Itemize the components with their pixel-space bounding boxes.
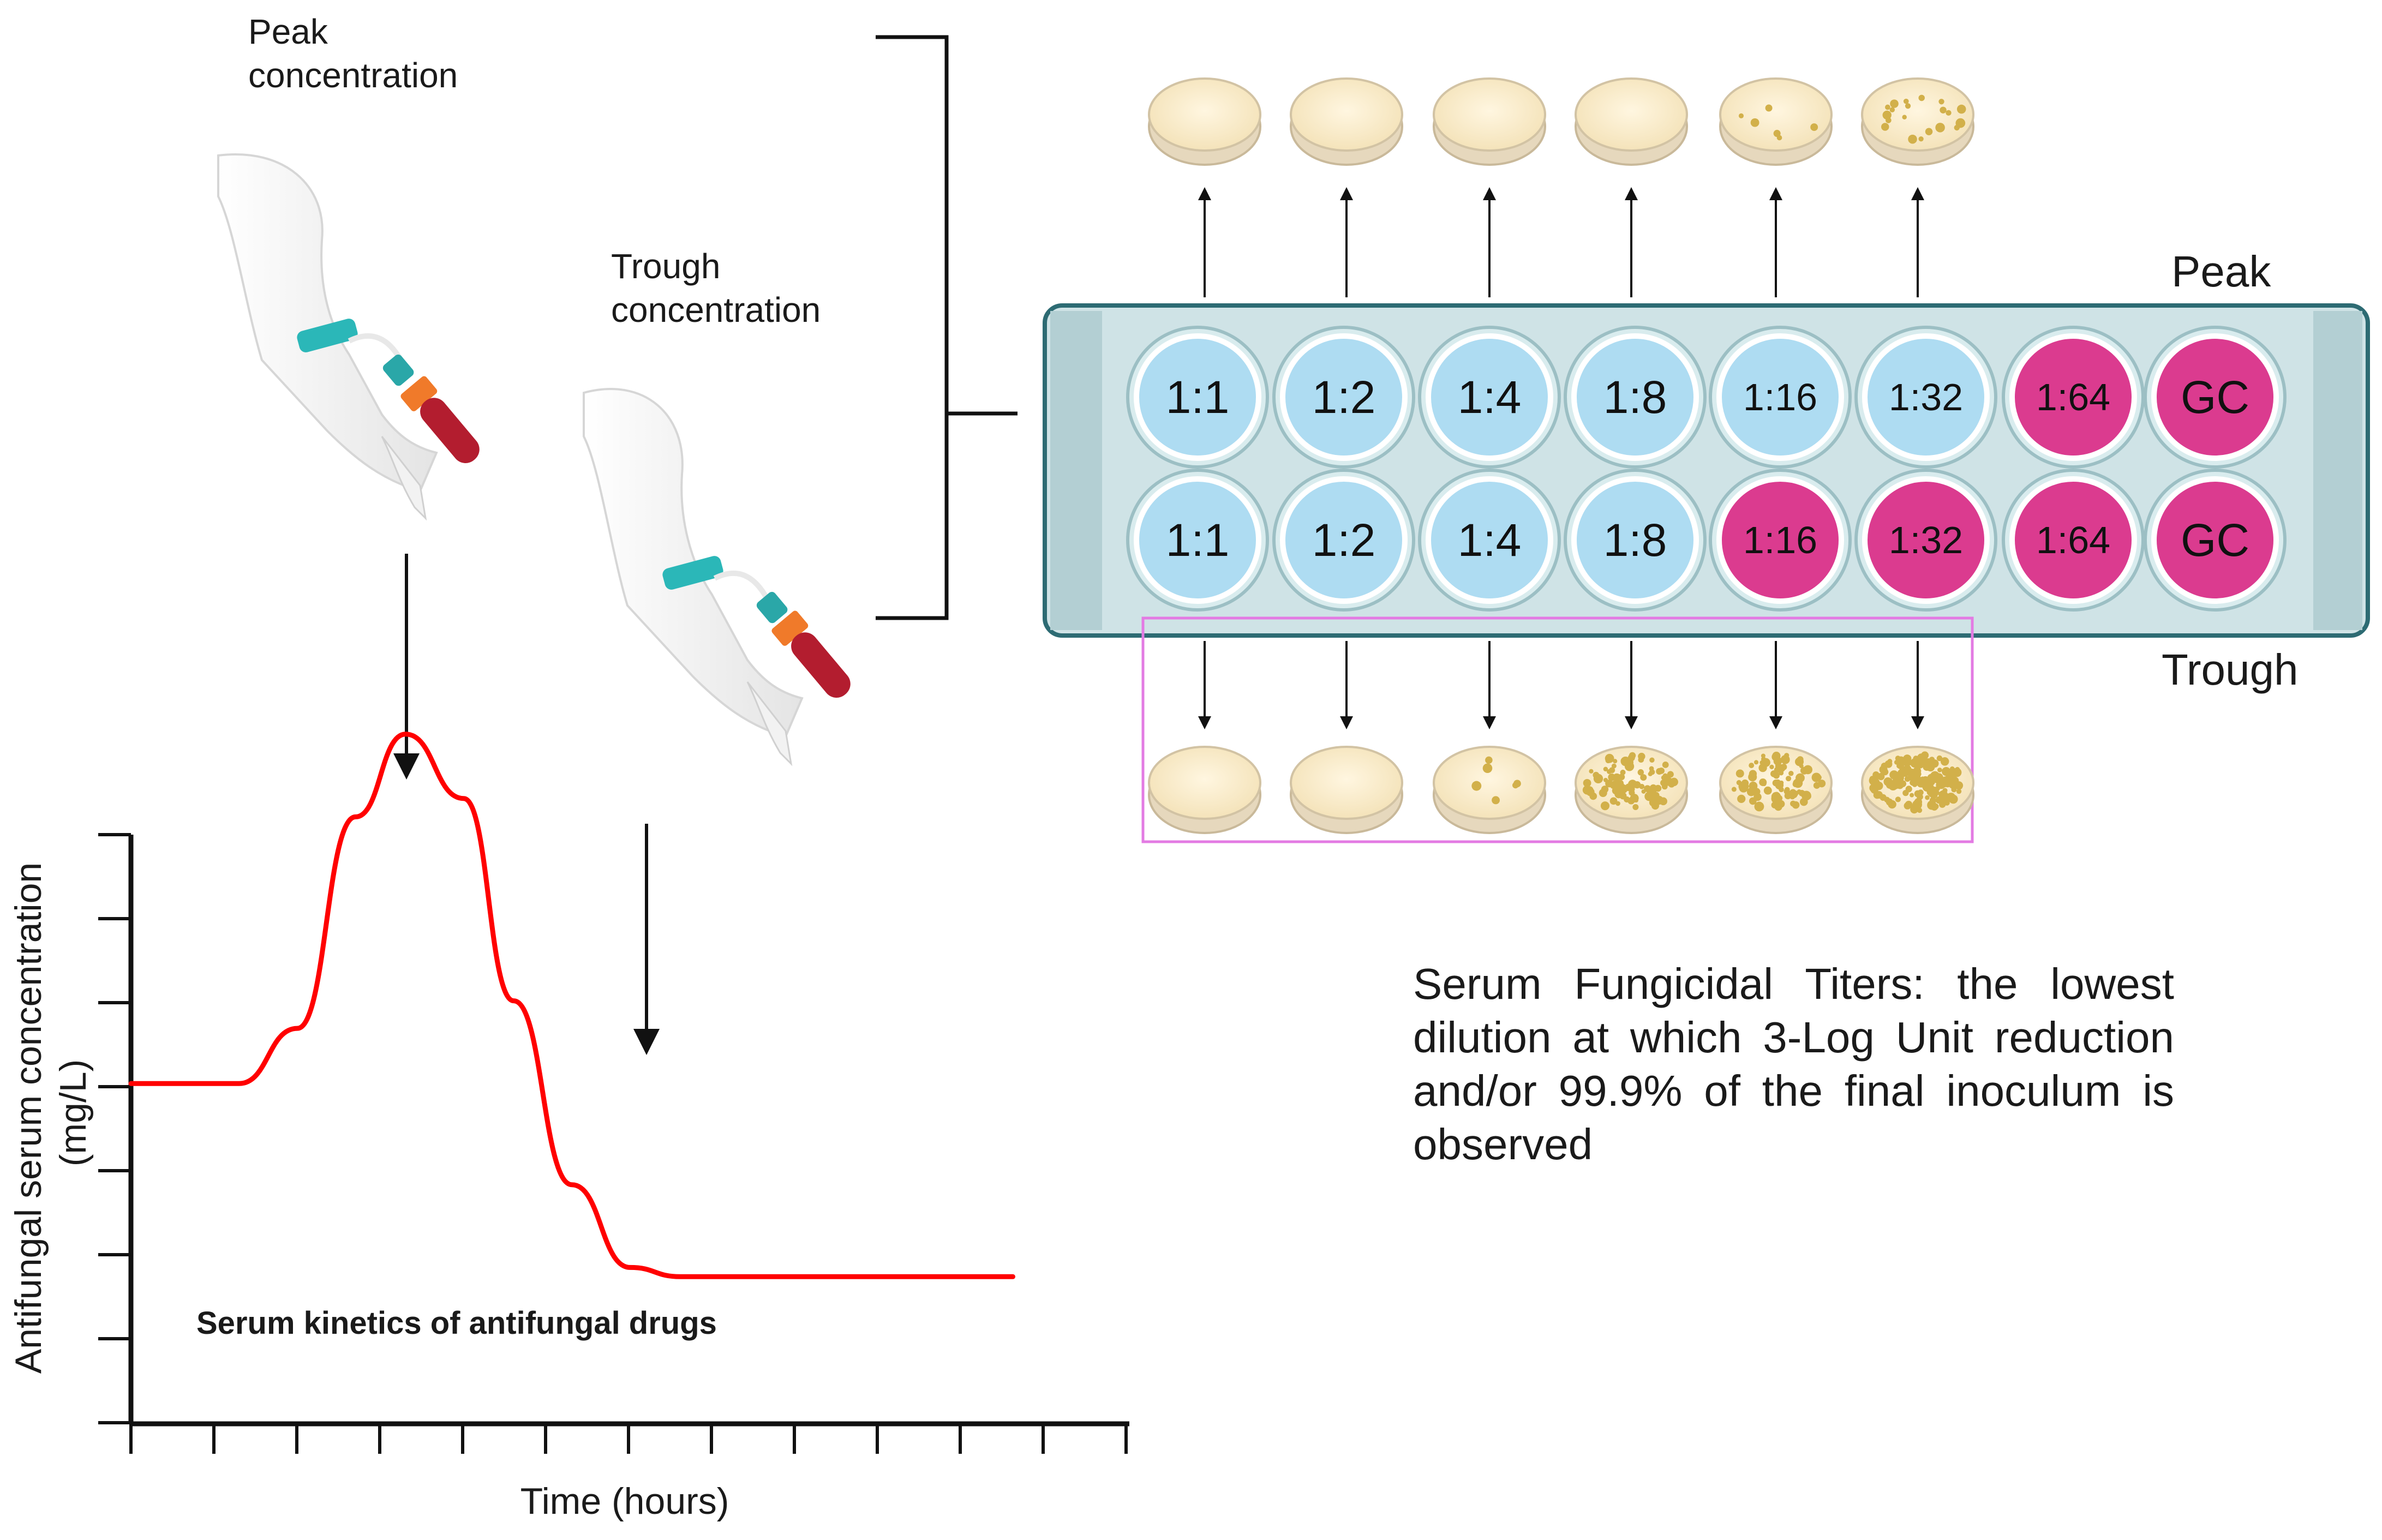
y-axis-label: Antifungal serum concentration (mg/L)	[8, 852, 94, 1374]
trough-dishes-highlight	[1141, 616, 1974, 843]
serum-fungicidal-titer-description: Serum Fungicidal Titers: the lowest dilu…	[1413, 960, 2175, 1169]
trough-well: 1:32	[1854, 469, 1997, 612]
peak-culture-dish	[1290, 77, 1403, 166]
peak-well: GC	[2144, 326, 2287, 469]
trough-culture-dish	[1290, 746, 1403, 834]
trough-well: 1:64	[2002, 469, 2145, 612]
needle-holder-icon	[756, 591, 788, 624]
well-label: GC	[2181, 371, 2249, 423]
serum-kinetics-chart: Serum kinetics of antifungal drugs Time …	[8, 732, 1129, 1522]
sample-bracket	[876, 35, 1018, 620]
well-label: 1:1	[1166, 371, 1230, 423]
trough-arm-illustration	[583, 388, 851, 766]
well-label: 1:8	[1603, 371, 1667, 423]
trough-culture-dish	[1433, 746, 1546, 834]
well-label: 1:16	[1743, 376, 1817, 418]
trough-well: GC	[2144, 469, 2287, 612]
well-label: 1:2	[1312, 371, 1376, 423]
trough-well: 1:8	[1564, 469, 1707, 612]
well-label: 1:32	[1889, 376, 1963, 418]
blood-tube-icon	[771, 610, 851, 698]
trough-culture-dish	[1861, 746, 1974, 834]
well-label: 1:64	[2036, 519, 2110, 561]
tourniquet-icon	[662, 556, 723, 590]
peak-culture-dish	[1861, 77, 1974, 166]
trough-concentration-label: Trough concentration	[611, 247, 821, 329]
trough-well: 1:16	[1709, 469, 1852, 612]
peak-well: 1:2	[1272, 326, 1415, 469]
well-label: 1:4	[1458, 514, 1522, 566]
peak-culture-dish	[1433, 77, 1546, 166]
needle-holder-icon	[382, 354, 414, 386]
peak-culture-dish	[1148, 77, 1261, 166]
peak-arm-illustration	[217, 153, 480, 521]
well-label: 1:8	[1603, 514, 1667, 566]
trough-culture-dish	[1148, 746, 1261, 834]
blood-tube-icon	[400, 376, 480, 463]
trough-well: 1:2	[1272, 469, 1415, 612]
well-label: 1:4	[1458, 371, 1522, 423]
chart-caption: Serum kinetics of antifungal drugs	[196, 1305, 717, 1341]
peak-well: 1:1	[1126, 326, 1269, 469]
peak-concentration-label: Peak concentration	[248, 12, 458, 95]
well-label: 1:32	[1889, 519, 1963, 561]
peak-culture-dish	[1719, 77, 1833, 166]
trough-row-label: Trough	[2162, 645, 2299, 694]
well-label: 1:2	[1312, 514, 1376, 566]
peak-well: 1:8	[1564, 326, 1707, 469]
concentration-curve	[128, 732, 1015, 1279]
peak-row-label: Peak	[2171, 247, 2271, 296]
peak-culture-dish	[1575, 77, 1688, 166]
well-label: 1:64	[2036, 376, 2110, 418]
well-label: 1:16	[1743, 519, 1817, 561]
trough-well: 1:1	[1126, 469, 1269, 612]
peak-well: 1:4	[1418, 326, 1561, 469]
trough-culture-dish	[1719, 746, 1833, 834]
peak-well: 1:32	[1854, 326, 1997, 469]
trough-culture-dish	[1575, 746, 1688, 834]
peak-well: 1:64	[2002, 326, 2145, 469]
well-label: 1:1	[1166, 514, 1230, 566]
trough-well: 1:4	[1418, 469, 1561, 612]
x-axis-label: Time (hours)	[520, 1481, 729, 1522]
peak-well: 1:16	[1709, 326, 1852, 469]
well-label: GC	[2181, 514, 2249, 566]
tourniquet-icon	[297, 319, 358, 352]
